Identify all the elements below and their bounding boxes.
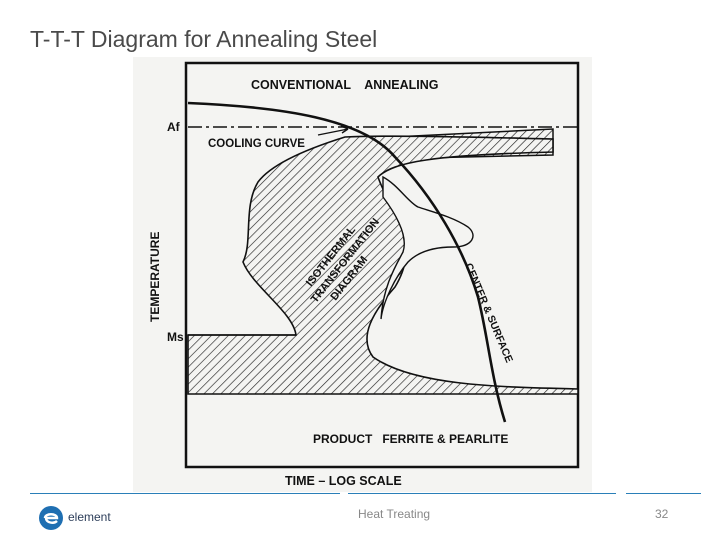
ttt-diagram-figure: CONVENTIONAL ANNEALING Af COOLING CURVE … xyxy=(133,57,592,492)
cooling-curve xyxy=(187,101,507,423)
footer-divider-right xyxy=(626,493,701,494)
label-ms: Ms xyxy=(167,330,184,344)
label-cooling-curve: COOLING CURVE xyxy=(208,138,305,150)
footer-section-title: Heat Treating xyxy=(358,507,431,521)
label-product: PRODUCT FERRITE & PEARLITE xyxy=(313,432,508,446)
isothermal-transformation-region xyxy=(187,135,579,395)
diagram-frame xyxy=(184,61,580,469)
label-conventional-annealing: CONVENTIONAL ANNEALING xyxy=(251,78,439,92)
cooling-curve-arrow xyxy=(317,128,349,136)
page-number: 32 xyxy=(655,507,669,521)
element-logo-icon xyxy=(39,506,63,530)
arrowhead xyxy=(340,125,349,134)
c-curve-inner xyxy=(380,175,474,320)
label-temperature-axis: TEMPERATURE xyxy=(148,232,162,322)
label-time-axis: TIME – LOG SCALE xyxy=(285,474,402,488)
element-logo-text: element xyxy=(68,510,111,524)
ttt-diagram-svg: CONVENTIONAL ANNEALING Af COOLING CURVE … xyxy=(148,61,580,488)
slide-title: T-T-T Diagram for Annealing Steel xyxy=(30,26,378,52)
footer-divider-center xyxy=(348,493,616,494)
footer-divider-left xyxy=(30,493,340,494)
label-af: Af xyxy=(167,120,181,134)
